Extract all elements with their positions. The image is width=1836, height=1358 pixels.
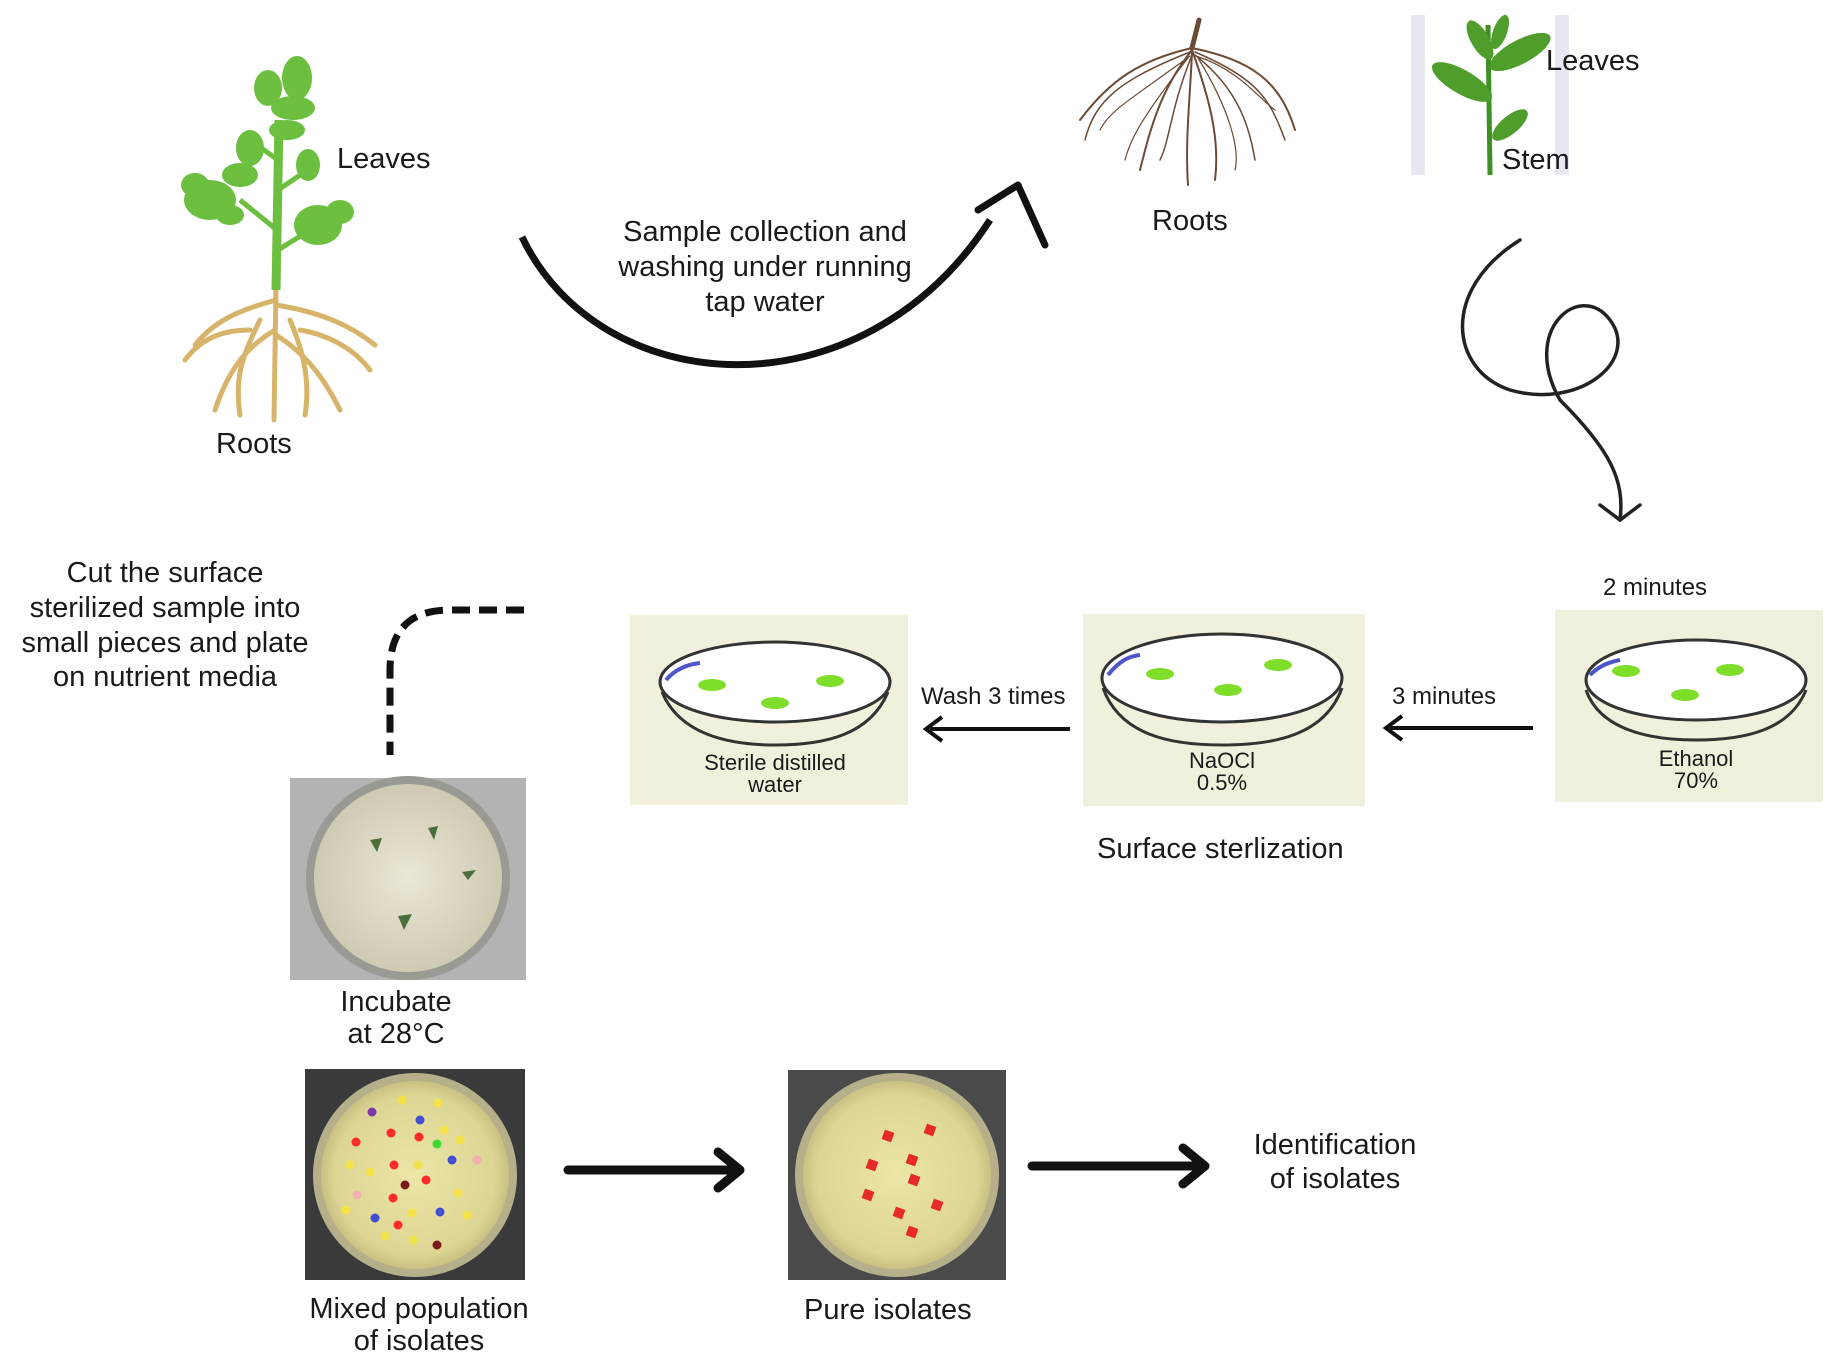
collection-caption-line1: Sample collection and — [623, 216, 907, 248]
colony-dot — [472, 1155, 482, 1165]
colony-dot — [930, 1198, 944, 1212]
colony-dot — [435, 1207, 445, 1217]
identification-caption-line2: of isolates — [1269, 1163, 1401, 1196]
naocl-label: NaOCl 0.5% — [1162, 750, 1282, 794]
colony-dot — [393, 1220, 403, 1230]
leaves-stem-sample-icon — [1411, 14, 1569, 176]
sterilization-title: Surface sterlization — [1097, 833, 1344, 865]
plating-caption-line4: on nutrient media — [52, 661, 278, 694]
whole-plant-icon — [181, 56, 378, 423]
colony-dot — [413, 1160, 423, 1170]
colony-dot — [389, 1160, 399, 1170]
colony-dot — [455, 1135, 465, 1145]
dashed-connector — [386, 606, 524, 755]
colony-dot — [351, 1137, 361, 1147]
naocl-label-line1: NaOCl — [1188, 748, 1255, 773]
colony-dot — [453, 1188, 463, 1198]
colony-dot — [861, 1188, 875, 1202]
pure-isolates-plate-photo — [788, 1070, 1006, 1280]
colony-dot — [447, 1155, 457, 1165]
colony-dot — [439, 1125, 449, 1135]
ethanol-label: Ethanol 70% — [1636, 748, 1756, 792]
colony-dot — [407, 1208, 417, 1218]
plant-roots-label: Roots — [216, 428, 292, 460]
colony-dot — [345, 1160, 355, 1170]
colony-dot — [432, 1240, 442, 1250]
colony-dot — [433, 1098, 443, 1108]
identification-caption-line1: Identification — [1253, 1129, 1417, 1161]
colony-dot — [421, 1175, 431, 1185]
pure-colonies — [861, 1123, 944, 1239]
naocl-time-label: 3 minutes — [1392, 683, 1497, 710]
incubate-caption-line1: Incubate — [340, 986, 452, 1018]
colony-dot — [397, 1095, 407, 1105]
collection-caption-line3: tap water — [705, 285, 825, 318]
ethanol-dish-panel — [1555, 610, 1823, 802]
pure-caption: Pure isolates — [804, 1294, 972, 1326]
water-label: Sterile distilled water — [675, 752, 875, 796]
plating-caption: Cut the surface sterilized sample into s… — [0, 556, 330, 695]
colony-dot — [386, 1128, 396, 1138]
incubate-caption-line2: at 28°C — [347, 1018, 445, 1051]
naocl-dish-panel — [1083, 614, 1365, 806]
incubation-plate-photo — [290, 776, 526, 980]
plating-caption-line3: small pieces and plate — [21, 626, 309, 659]
colony-dot — [905, 1153, 919, 1167]
incubate-caption: Incubate at 28°C — [316, 986, 476, 1051]
colony-dot — [414, 1132, 424, 1142]
sample-stem-label: Stem — [1502, 144, 1570, 176]
colony-dot — [415, 1115, 425, 1125]
plant-leaves-label: Leaves — [337, 143, 431, 175]
ethanol-label-line1: Ethanol — [1658, 746, 1734, 771]
collection-caption-line2: washing under running — [618, 250, 912, 283]
colony-dot — [380, 1231, 390, 1241]
ethanol-time-label: 2 minutes — [1603, 574, 1708, 601]
water-wash-label: Wash 3 times — [921, 683, 1066, 710]
plating-caption-line2: sterilized sample into — [29, 591, 301, 624]
collection-arrow — [518, 181, 1049, 368]
collection-caption: Sample collection and washing under runn… — [585, 215, 945, 319]
colony-dot — [400, 1180, 410, 1190]
water-label-line1: Sterile distilled — [704, 750, 846, 775]
plating-caption-line1: Cut the surface — [66, 557, 264, 589]
mixed-caption-line2: of isolates — [353, 1325, 485, 1358]
ethanol-label-line2: 70% — [1673, 768, 1719, 793]
colony-dot — [907, 1173, 921, 1187]
colony-dot — [341, 1205, 351, 1215]
sample-leaves-label: Leaves — [1546, 45, 1640, 77]
colony-dot — [365, 1167, 375, 1177]
roots-sample-icon — [1079, 17, 1296, 186]
water-dish-panel — [630, 615, 908, 805]
sterilization-arrows — [922, 714, 1533, 743]
water-label-line2: water — [748, 772, 802, 797]
colony-dot — [432, 1139, 442, 1149]
mixed-caption-line1: Mixed population — [309, 1293, 529, 1325]
bottom-arrows — [563, 1143, 1210, 1193]
mixed-caption: Mixed population of isolates — [288, 1293, 550, 1358]
colony-dot — [881, 1129, 895, 1143]
colony-dot — [367, 1107, 377, 1117]
colony-dot — [352, 1190, 362, 1200]
colony-dot — [865, 1158, 879, 1172]
mixed-population-plate-photo — [305, 1069, 525, 1280]
loop-arrow — [1460, 238, 1642, 523]
colony-dot — [923, 1123, 937, 1137]
colony-dot — [408, 1235, 418, 1245]
identification-caption: Identification of isolates — [1235, 1128, 1435, 1196]
colony-dot — [905, 1225, 919, 1239]
colony-dot — [388, 1193, 398, 1203]
colony-dot — [462, 1210, 472, 1220]
naocl-label-line2: 0.5% — [1196, 770, 1248, 795]
colony-dot — [892, 1206, 906, 1220]
colony-dot — [370, 1213, 380, 1223]
mixed-colonies — [341, 1095, 482, 1250]
sample-roots-label: Roots — [1152, 205, 1228, 237]
